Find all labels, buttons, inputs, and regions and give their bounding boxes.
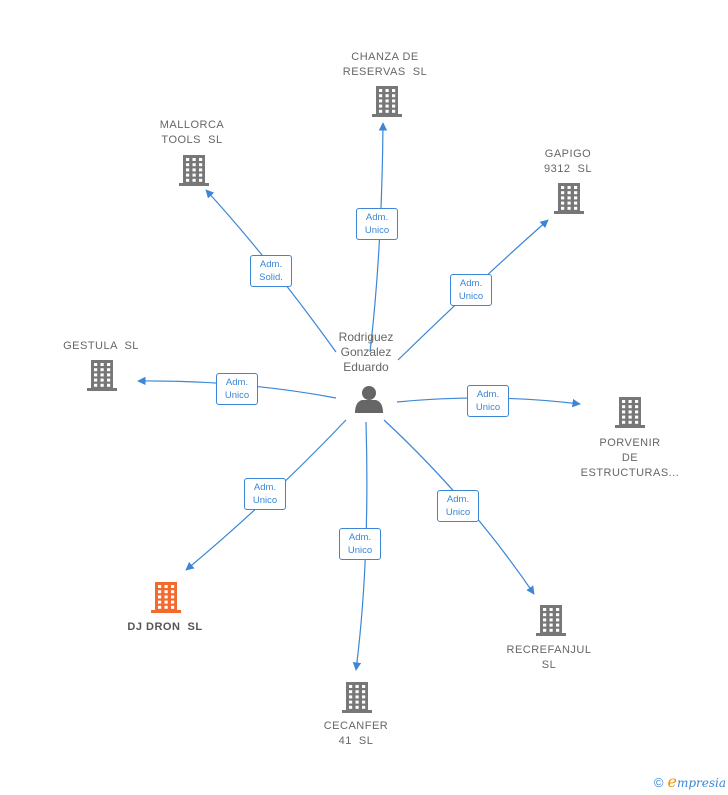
role-line2: Unico xyxy=(458,291,484,302)
role-line1: Adm. xyxy=(225,377,249,388)
company-label-porvenir[interactable]: PORVENIR DE ESTRUCTURAS... xyxy=(580,437,680,479)
building-icon-gapigo[interactable] xyxy=(554,183,584,214)
building-icon-gestula[interactable] xyxy=(87,360,117,391)
role-badge-djdron[interactable]: Adm. Unico xyxy=(244,478,286,510)
role-badge-gapigo[interactable]: Adm. Unico xyxy=(450,274,492,306)
role-badge-mallorca[interactable]: Adm. Solid. xyxy=(250,255,292,287)
role-line2: Unico xyxy=(364,225,390,236)
footer-brand: ©empresia xyxy=(654,772,726,791)
company-label-mallorca[interactable]: MALLORCA TOOLS SL xyxy=(159,119,225,146)
edges-layer xyxy=(137,122,581,671)
role-badge-gestula[interactable]: Adm. Unico xyxy=(216,373,258,405)
role-line2: Unico xyxy=(224,390,250,401)
role-line2: Unico xyxy=(347,545,373,556)
company-label-gestula[interactable]: GESTULA SL xyxy=(63,340,139,352)
brand-logo-text: mpresia xyxy=(676,776,726,790)
role-badge-cecanfer[interactable]: Adm. Unico xyxy=(339,528,381,560)
role-line2: Unico xyxy=(475,402,501,413)
role-line1: Adm. xyxy=(253,482,277,493)
role-line1: Adm. xyxy=(446,494,470,505)
building-icon-porvenir[interactable] xyxy=(615,397,645,428)
building-icon-mallorca[interactable] xyxy=(179,155,209,186)
company-label-chanza[interactable]: CHANZA DE RESERVAS SL xyxy=(342,51,428,78)
role-line2: Solid. xyxy=(259,272,283,283)
role-badge-porvenir[interactable]: Adm. Unico xyxy=(467,385,509,417)
company-label-djdron[interactable]: DJ DRON SL xyxy=(127,621,203,633)
role-line1: Adm. xyxy=(459,278,483,289)
building-icon-chanza[interactable] xyxy=(372,86,402,117)
company-label-gapigo[interactable]: GAPIGO 9312 SL xyxy=(543,148,593,175)
role-line2: Unico xyxy=(252,495,278,506)
brand-logo-e: e xyxy=(667,772,677,791)
role-line1: Adm. xyxy=(259,259,283,270)
company-label-cecanfer[interactable]: CECANFER 41 SL xyxy=(323,720,389,747)
copyright-symbol: © xyxy=(653,775,664,790)
building-icon-cecanfer[interactable] xyxy=(342,682,372,713)
building-icon-djdron[interactable] xyxy=(151,582,181,613)
company-label-recrefanjul[interactable]: RECREFANJUL SL xyxy=(506,644,592,671)
building-icon-recrefanjul[interactable] xyxy=(536,605,566,636)
center-person-label[interactable]: Rodriguez Gonzalez Eduardo xyxy=(338,330,394,374)
role-line2: Unico xyxy=(445,507,471,518)
role-badge-recrefanjul[interactable]: Adm. Unico xyxy=(437,490,479,522)
buildings-layer xyxy=(87,86,645,713)
person-icon xyxy=(355,386,383,413)
role-line1: Adm. xyxy=(348,532,372,543)
role-badge-chanza[interactable]: Adm. Unico xyxy=(356,208,398,240)
edge-chanza xyxy=(369,122,388,353)
role-line1: Adm. xyxy=(476,389,500,400)
role-line1: Adm. xyxy=(365,212,389,223)
